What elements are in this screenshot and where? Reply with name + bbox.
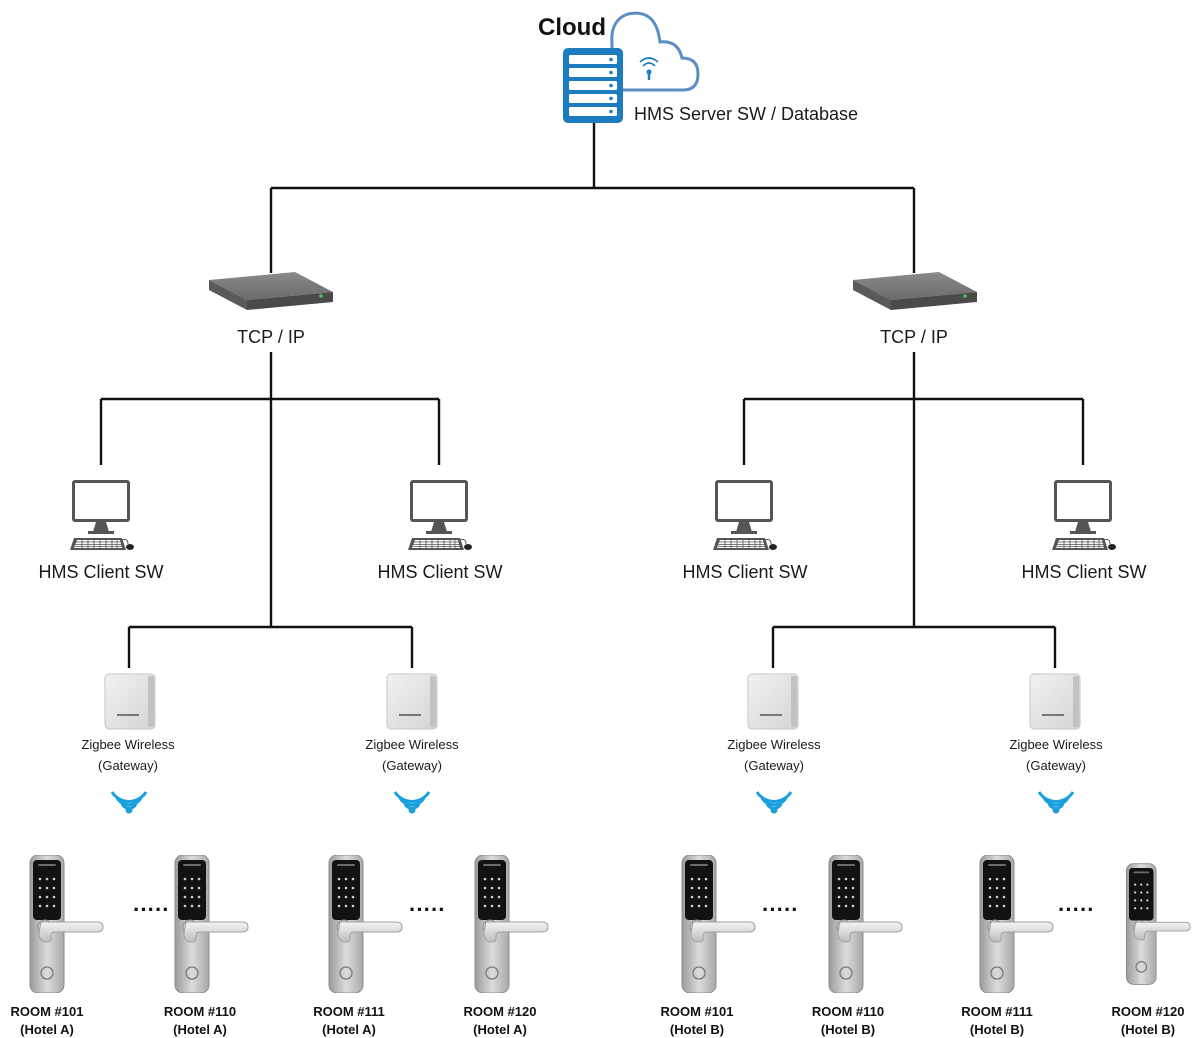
door-lock-icon: [328, 855, 403, 993]
ellipsis: ·····: [762, 897, 799, 922]
gateway-label: Zigbee Wireless: [727, 737, 821, 752]
cloud-server-node: Cloud HMS Server SW / Database: [538, 11, 858, 124]
door-lock-node: ROOM #111 (Hotel A): [313, 855, 403, 1037]
client-node: HMS Client SW: [38, 479, 164, 582]
room-label: ROOM #101: [11, 1004, 84, 1019]
server-icon: [563, 48, 623, 123]
gateway-node: Zigbee Wireless (Gateway): [727, 673, 821, 814]
door-lock-icon: [979, 855, 1054, 993]
door-lock-icon: [474, 855, 549, 993]
ellipsis: ·····: [133, 897, 170, 922]
client-label: HMS Client SW: [377, 562, 502, 582]
door-lock-icon: [174, 855, 249, 993]
gateway-sublabel: (Gateway): [98, 758, 158, 773]
wireless-signal-icon: [1037, 791, 1075, 814]
desktop-computer-icon: [712, 479, 778, 551]
wireless-signal-icon: [755, 791, 793, 814]
ellipsis: ·····: [409, 897, 446, 922]
client-label: HMS Client SW: [682, 562, 807, 582]
hotel-label: (Hotel B): [670, 1022, 724, 1037]
door-lock-node: ROOM #101 (Hotel A): [11, 855, 104, 1037]
door-lock-node: ROOM #120 (Hotel B): [1112, 862, 1191, 1037]
desktop-computer-icon: [1051, 479, 1117, 551]
door-lock-node: ROOM #110 (Hotel A): [164, 855, 249, 1037]
gateway-node: Zigbee Wireless (Gateway): [365, 673, 459, 814]
client-node: HMS Client SW: [1021, 479, 1147, 582]
desktop-computer-icon: [69, 479, 135, 551]
room-label: ROOM #120: [1112, 1004, 1185, 1019]
room-label: ROOM #111: [961, 1004, 1033, 1019]
hotel-label: (Hotel A): [473, 1022, 527, 1037]
door-lock-node: ROOM #101 (Hotel B): [661, 855, 756, 1037]
switch-label: TCP / IP: [880, 327, 948, 347]
door-lock-icon: [29, 855, 104, 993]
client-label: HMS Client SW: [38, 562, 163, 582]
zigbee-gateway-icon: [104, 673, 156, 730]
network-switch-icon: [853, 272, 977, 310]
gateway-sublabel: (Gateway): [744, 758, 804, 773]
gateway-node: Zigbee Wireless (Gateway): [1009, 673, 1103, 814]
connection-lines: [99, 122, 1085, 668]
zigbee-gateway-icon: [386, 673, 438, 730]
client-label: HMS Client SW: [1021, 562, 1146, 582]
hotel-label: (Hotel A): [20, 1022, 74, 1037]
gateway-label: Zigbee Wireless: [365, 737, 459, 752]
hotel-label: (Hotel B): [1121, 1022, 1175, 1037]
hotel-label: (Hotel B): [970, 1022, 1024, 1037]
wireless-signal-icon: [393, 791, 431, 814]
desktop-computer-icon: [407, 479, 473, 551]
gateway-label: Zigbee Wireless: [1009, 737, 1103, 752]
hotel-label: (Hotel B): [821, 1022, 875, 1037]
cloud-title: Cloud: [538, 14, 606, 41]
zigbee-gateway-icon: [1029, 673, 1081, 730]
switch-node-left: TCP / IP: [209, 272, 333, 347]
switch-node-right: TCP / IP: [853, 272, 977, 347]
gateway-sublabel: (Gateway): [382, 758, 442, 773]
room-label: ROOM #110: [164, 1004, 236, 1019]
switch-label: TCP / IP: [237, 327, 305, 347]
network-switch-icon: [209, 272, 333, 310]
room-label: ROOM #111: [313, 1004, 385, 1019]
room-label: ROOM #101: [661, 1004, 734, 1019]
gateway-node: Zigbee Wireless (Gateway): [81, 673, 175, 814]
zigbee-gateway-icon: [747, 673, 799, 730]
client-node: HMS Client SW: [377, 479, 503, 582]
gateway-label: Zigbee Wireless: [81, 737, 175, 752]
gateway-sublabel: (Gateway): [1026, 758, 1086, 773]
room-label: ROOM #110: [812, 1004, 884, 1019]
door-lock-icon: [681, 855, 756, 993]
door-lock-node: ROOM #111 (Hotel B): [961, 855, 1054, 1037]
door-lock-node: ROOM #110 (Hotel B): [812, 855, 903, 1037]
door-lock-icon: [1125, 862, 1191, 986]
hotel-label: (Hotel A): [322, 1022, 376, 1037]
door-lock-icon: [828, 855, 903, 993]
room-label: ROOM #120: [464, 1004, 537, 1019]
door-lock-node: ROOM #120 (Hotel A): [464, 855, 549, 1037]
client-node: HMS Client SW: [682, 479, 808, 582]
ellipsis: ·····: [1058, 897, 1095, 922]
cloud-icon: [610, 11, 700, 92]
hotel-label: (Hotel A): [173, 1022, 227, 1037]
wireless-signal-icon: [110, 791, 148, 814]
server-label: HMS Server SW / Database: [634, 104, 858, 124]
